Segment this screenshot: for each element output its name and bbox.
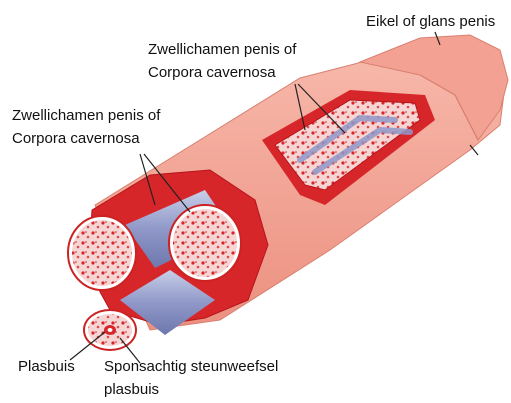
corpus-cavernosum-left bbox=[68, 216, 136, 290]
label-urethra: Plasbuis bbox=[18, 357, 75, 376]
label-spongy-line2: plasbuis bbox=[104, 380, 159, 399]
corpus-cavernosum-right bbox=[169, 205, 241, 281]
label-spongy-line1: Sponsachtig steunweefsel bbox=[104, 357, 278, 376]
label-corpora-top-line1: Zwellichamen penis of bbox=[148, 40, 296, 59]
label-glans: Eikel of glans penis bbox=[366, 12, 495, 31]
label-corpora-top-line2: Corpora cavernosa bbox=[148, 63, 276, 82]
label-corpora-left-line2: Corpora cavernosa bbox=[12, 129, 140, 148]
label-corpora-left-line1: Zwellichamen penis of bbox=[12, 106, 160, 125]
corpus-spongiosum bbox=[84, 310, 136, 350]
